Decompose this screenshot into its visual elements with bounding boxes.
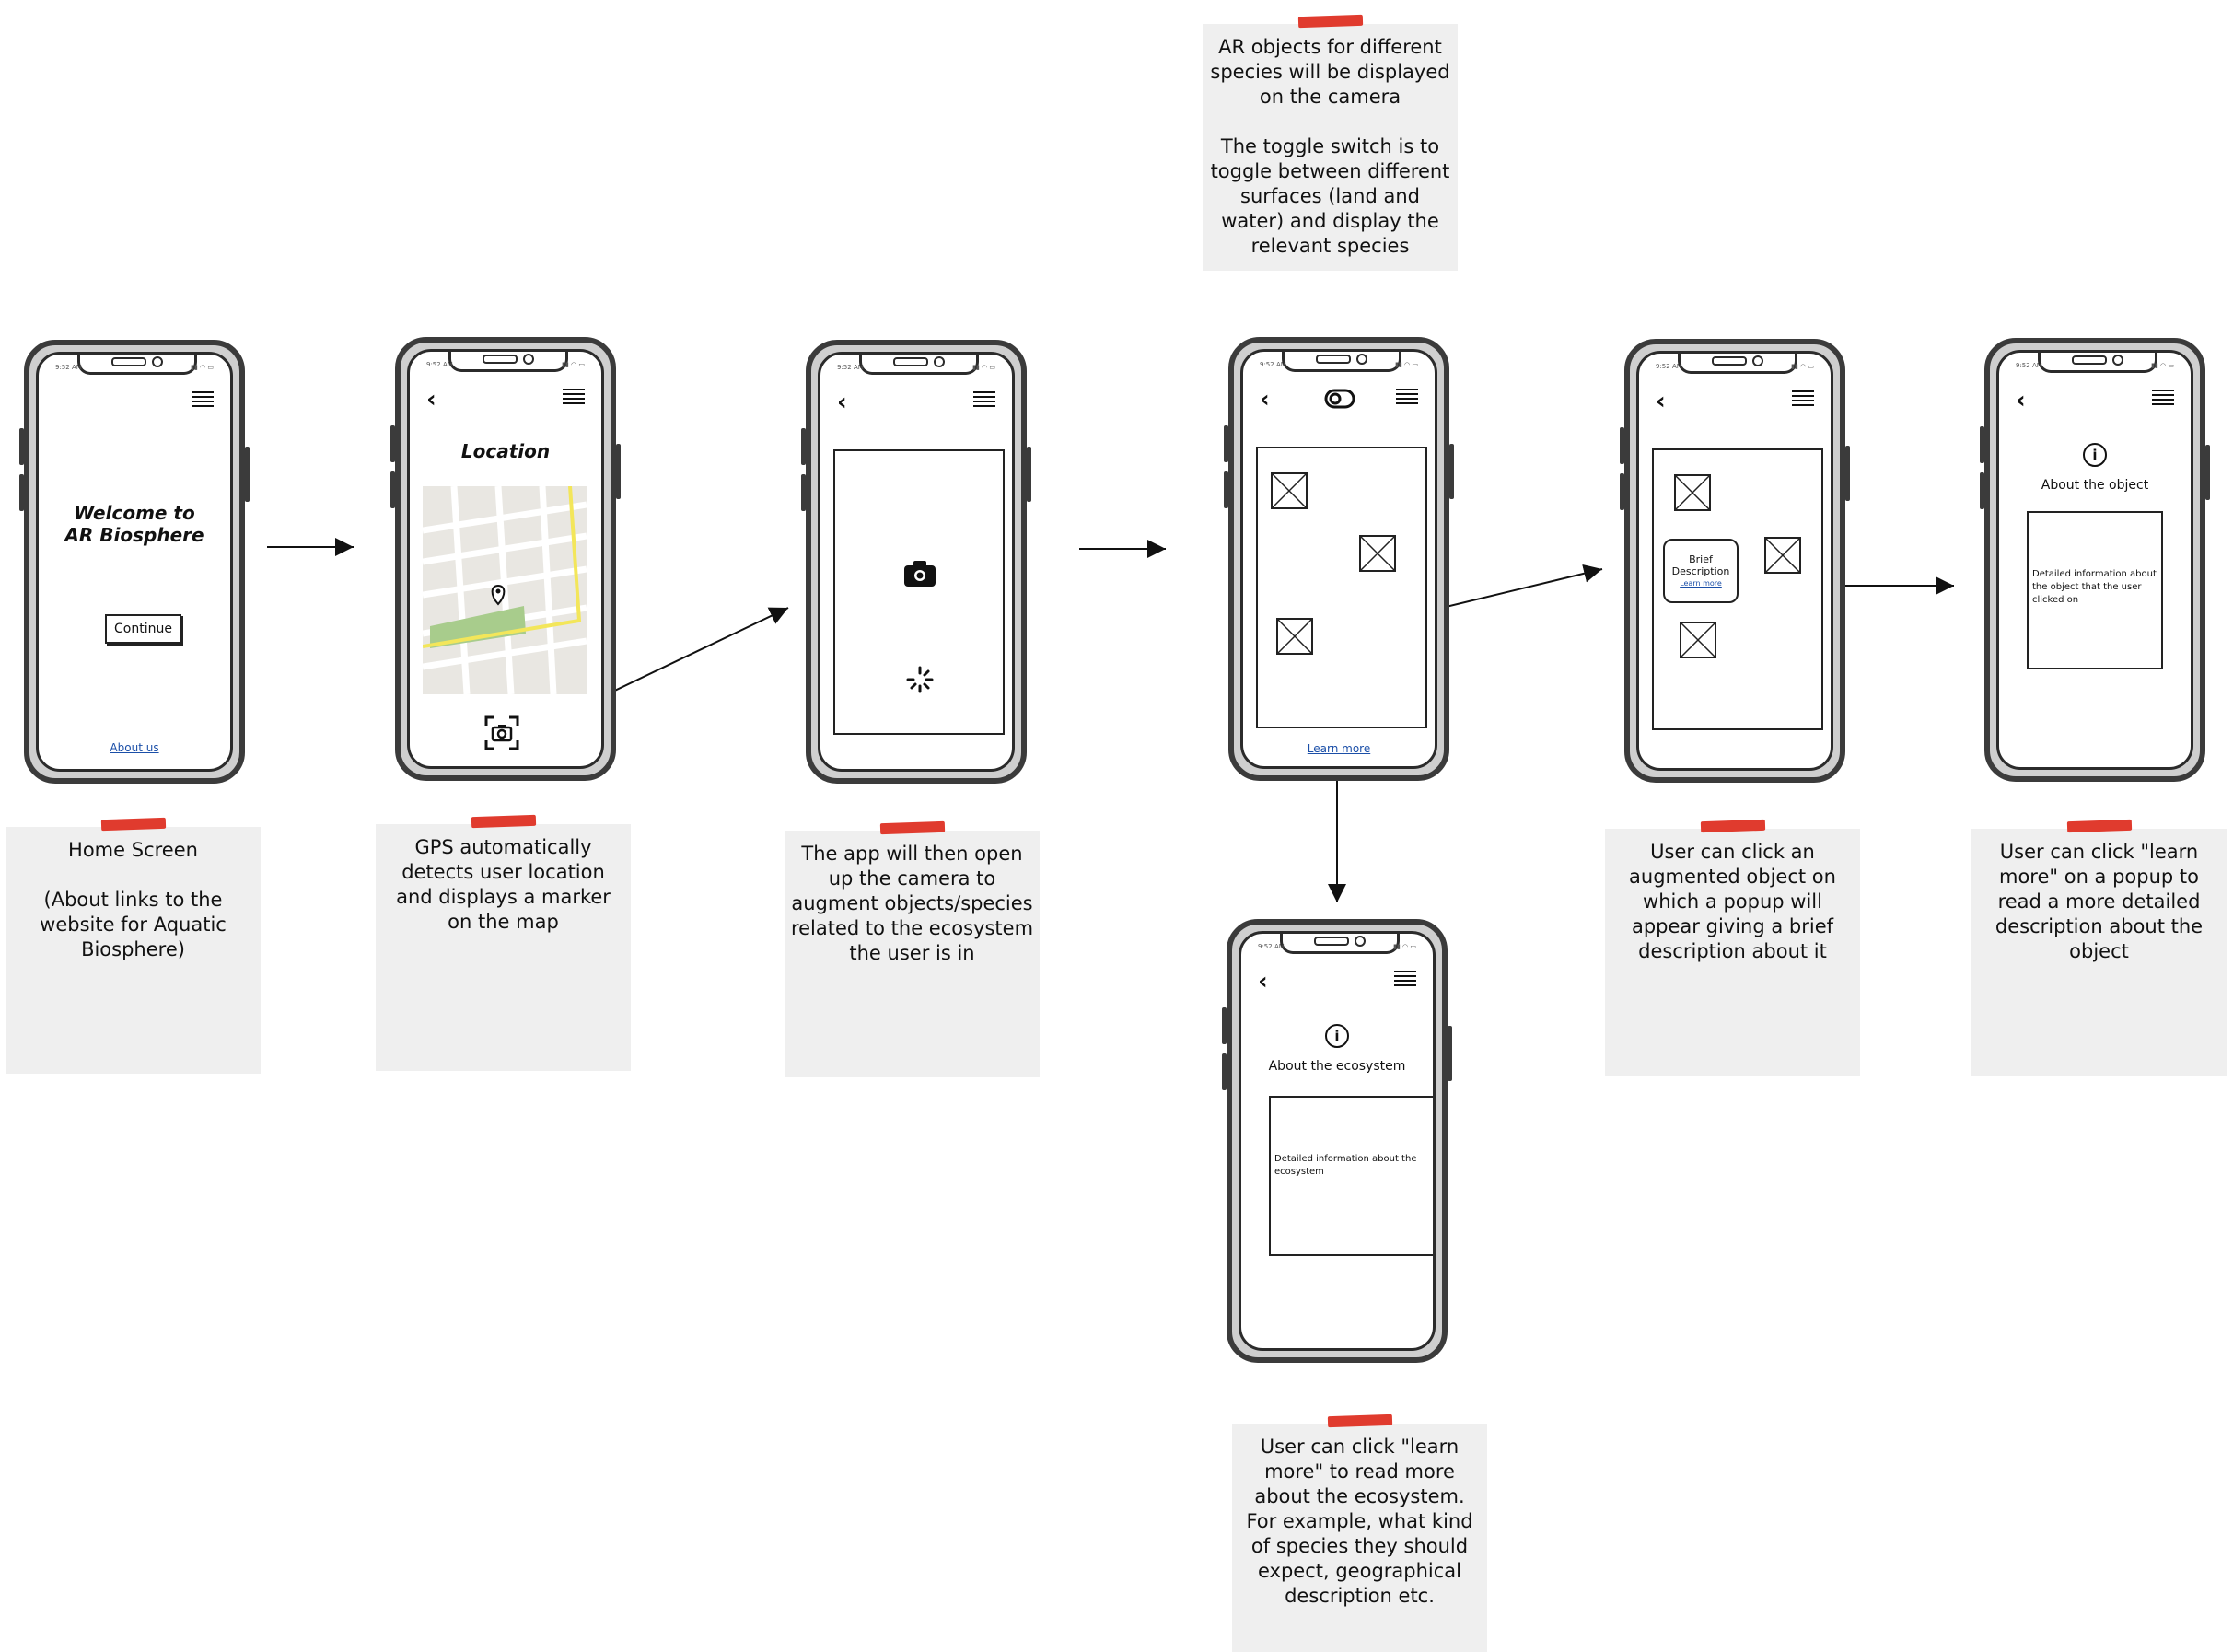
info-icon: i xyxy=(2083,443,2107,467)
image-placeholder-icon[interactable] xyxy=(1271,472,1308,509)
camera-icon[interactable] xyxy=(903,560,936,588)
loading-spinner-icon xyxy=(906,666,934,693)
popup-title: Brief xyxy=(1689,553,1713,565)
status-time: 9:52 AM xyxy=(837,364,864,371)
signal-battery-icon: ▮▮ ◠ ▭ xyxy=(562,361,585,368)
menu-icon[interactable] xyxy=(1792,390,1814,407)
status-time: 9:52 AM xyxy=(1656,363,1682,370)
status-time: 9:52 AM xyxy=(1258,943,1285,950)
welcome-title: Welcome to AR Biosphere xyxy=(64,502,204,546)
back-icon[interactable]: ‹ xyxy=(426,386,436,413)
note-popup: User can click an augmented object on wh… xyxy=(1605,819,1860,1076)
toggle-switch-icon[interactable] xyxy=(1324,389,1355,409)
back-icon[interactable]: ‹ xyxy=(2016,387,2026,414)
phone-popup-screen: 9:52 AM ▮▮ ◠ ▭ ‹ Brief Description Learn… xyxy=(1620,339,1850,783)
phone-home-screen: 9:52 AM ▮▮ ◠ ▭ Welcome to AR Biosphere C… xyxy=(19,340,250,784)
status-time: 9:52 AM xyxy=(426,361,453,368)
note-about-object: User can click "learn more" on a popup t… xyxy=(1971,819,2227,1076)
image-placeholder-icon[interactable] xyxy=(1674,474,1711,511)
menu-icon[interactable] xyxy=(973,391,995,408)
ar-camera-viewport xyxy=(1256,447,1427,728)
menu-icon[interactable] xyxy=(192,391,214,408)
image-placeholder-icon[interactable] xyxy=(1764,537,1801,574)
menu-icon[interactable] xyxy=(2152,390,2174,406)
signal-battery-icon: ▮▮ ◠ ▭ xyxy=(2151,362,2174,369)
object-detail-box: Detailed information about the object th… xyxy=(2027,511,2163,669)
camera-viewport xyxy=(833,449,1005,735)
back-icon[interactable]: ‹ xyxy=(1656,388,1666,415)
about-ecosystem-heading: About the ecosystem xyxy=(1268,1059,1406,1074)
image-placeholder-icon[interactable] xyxy=(1359,535,1396,572)
phone-ar-view-screen: 9:52 AM ▮▮ ◠ ▭ ‹ Learn more xyxy=(1224,337,1454,781)
note-about-ecosystem: User can click "learn more" to read more… xyxy=(1232,1414,1487,1652)
about-us-link[interactable]: About us xyxy=(110,741,159,754)
status-time: 9:52 AM xyxy=(1260,361,1286,368)
signal-battery-icon: ▮▮ ◠ ▭ xyxy=(1395,361,1418,368)
status-time: 9:52 AM xyxy=(55,364,82,371)
about-object-heading: About the object xyxy=(2041,478,2149,493)
scan-camera-icon[interactable] xyxy=(483,715,520,751)
image-placeholder-icon[interactable] xyxy=(1276,618,1313,655)
phone-location-screen: 9:52 AM ▮▮ ◠ ▭ ‹ Location xyxy=(390,337,621,781)
note-location: GPS automatically detects user location … xyxy=(376,814,631,1071)
map-view[interactable] xyxy=(423,486,587,694)
menu-icon[interactable] xyxy=(563,389,585,405)
note-ar-objects: AR objects for different species will be… xyxy=(1203,14,1458,271)
note-home-screen: Home Screen (About links to the website … xyxy=(6,817,261,1074)
brief-description-popup[interactable]: Brief Description Learn more xyxy=(1663,539,1739,603)
image-placeholder-icon[interactable] xyxy=(1680,622,1716,658)
menu-icon[interactable] xyxy=(1396,389,1418,405)
learn-more-link[interactable]: Learn more xyxy=(1307,742,1371,755)
continue-button[interactable]: Continue xyxy=(105,614,181,644)
signal-battery-icon: ▮▮ ◠ ▭ xyxy=(1791,363,1814,370)
signal-battery-icon: ▮▮ ◠ ▭ xyxy=(191,364,214,371)
back-icon[interactable]: ‹ xyxy=(1258,968,1268,995)
location-title: Location xyxy=(460,440,551,462)
back-icon[interactable]: ‹ xyxy=(1260,386,1270,413)
phone-about-ecosystem-screen: 9:52 AM ▮▮ ◠ ▭ ‹ i About the ecosystem D… xyxy=(1222,919,1452,1363)
back-icon[interactable]: ‹ xyxy=(837,389,847,416)
info-icon: i xyxy=(1325,1024,1349,1048)
phone-about-object-screen: 9:52 AM ▮▮ ◠ ▭ ‹ i About the object Deta… xyxy=(1980,338,2210,782)
phone-camera-screen: 9:52 AM ▮▮ ◠ ▭ ‹ xyxy=(801,340,1031,784)
popup-title: Description xyxy=(1671,565,1730,577)
status-time: 9:52 AM xyxy=(2016,362,2042,369)
ecosystem-detail-box: Detailed information about the ecosystem xyxy=(1269,1096,1433,1256)
signal-battery-icon: ▮▮ ◠ ▭ xyxy=(1393,943,1416,950)
ar-camera-viewport: Brief Description Learn more xyxy=(1652,448,1823,730)
note-camera: The app will then open up the camera to … xyxy=(785,820,1040,1077)
popup-learn-more-link[interactable]: Learn more xyxy=(1680,579,1722,588)
signal-battery-icon: ▮▮ ◠ ▭ xyxy=(972,364,995,371)
menu-icon[interactable] xyxy=(1394,971,1416,987)
map-pin-icon xyxy=(491,584,506,606)
